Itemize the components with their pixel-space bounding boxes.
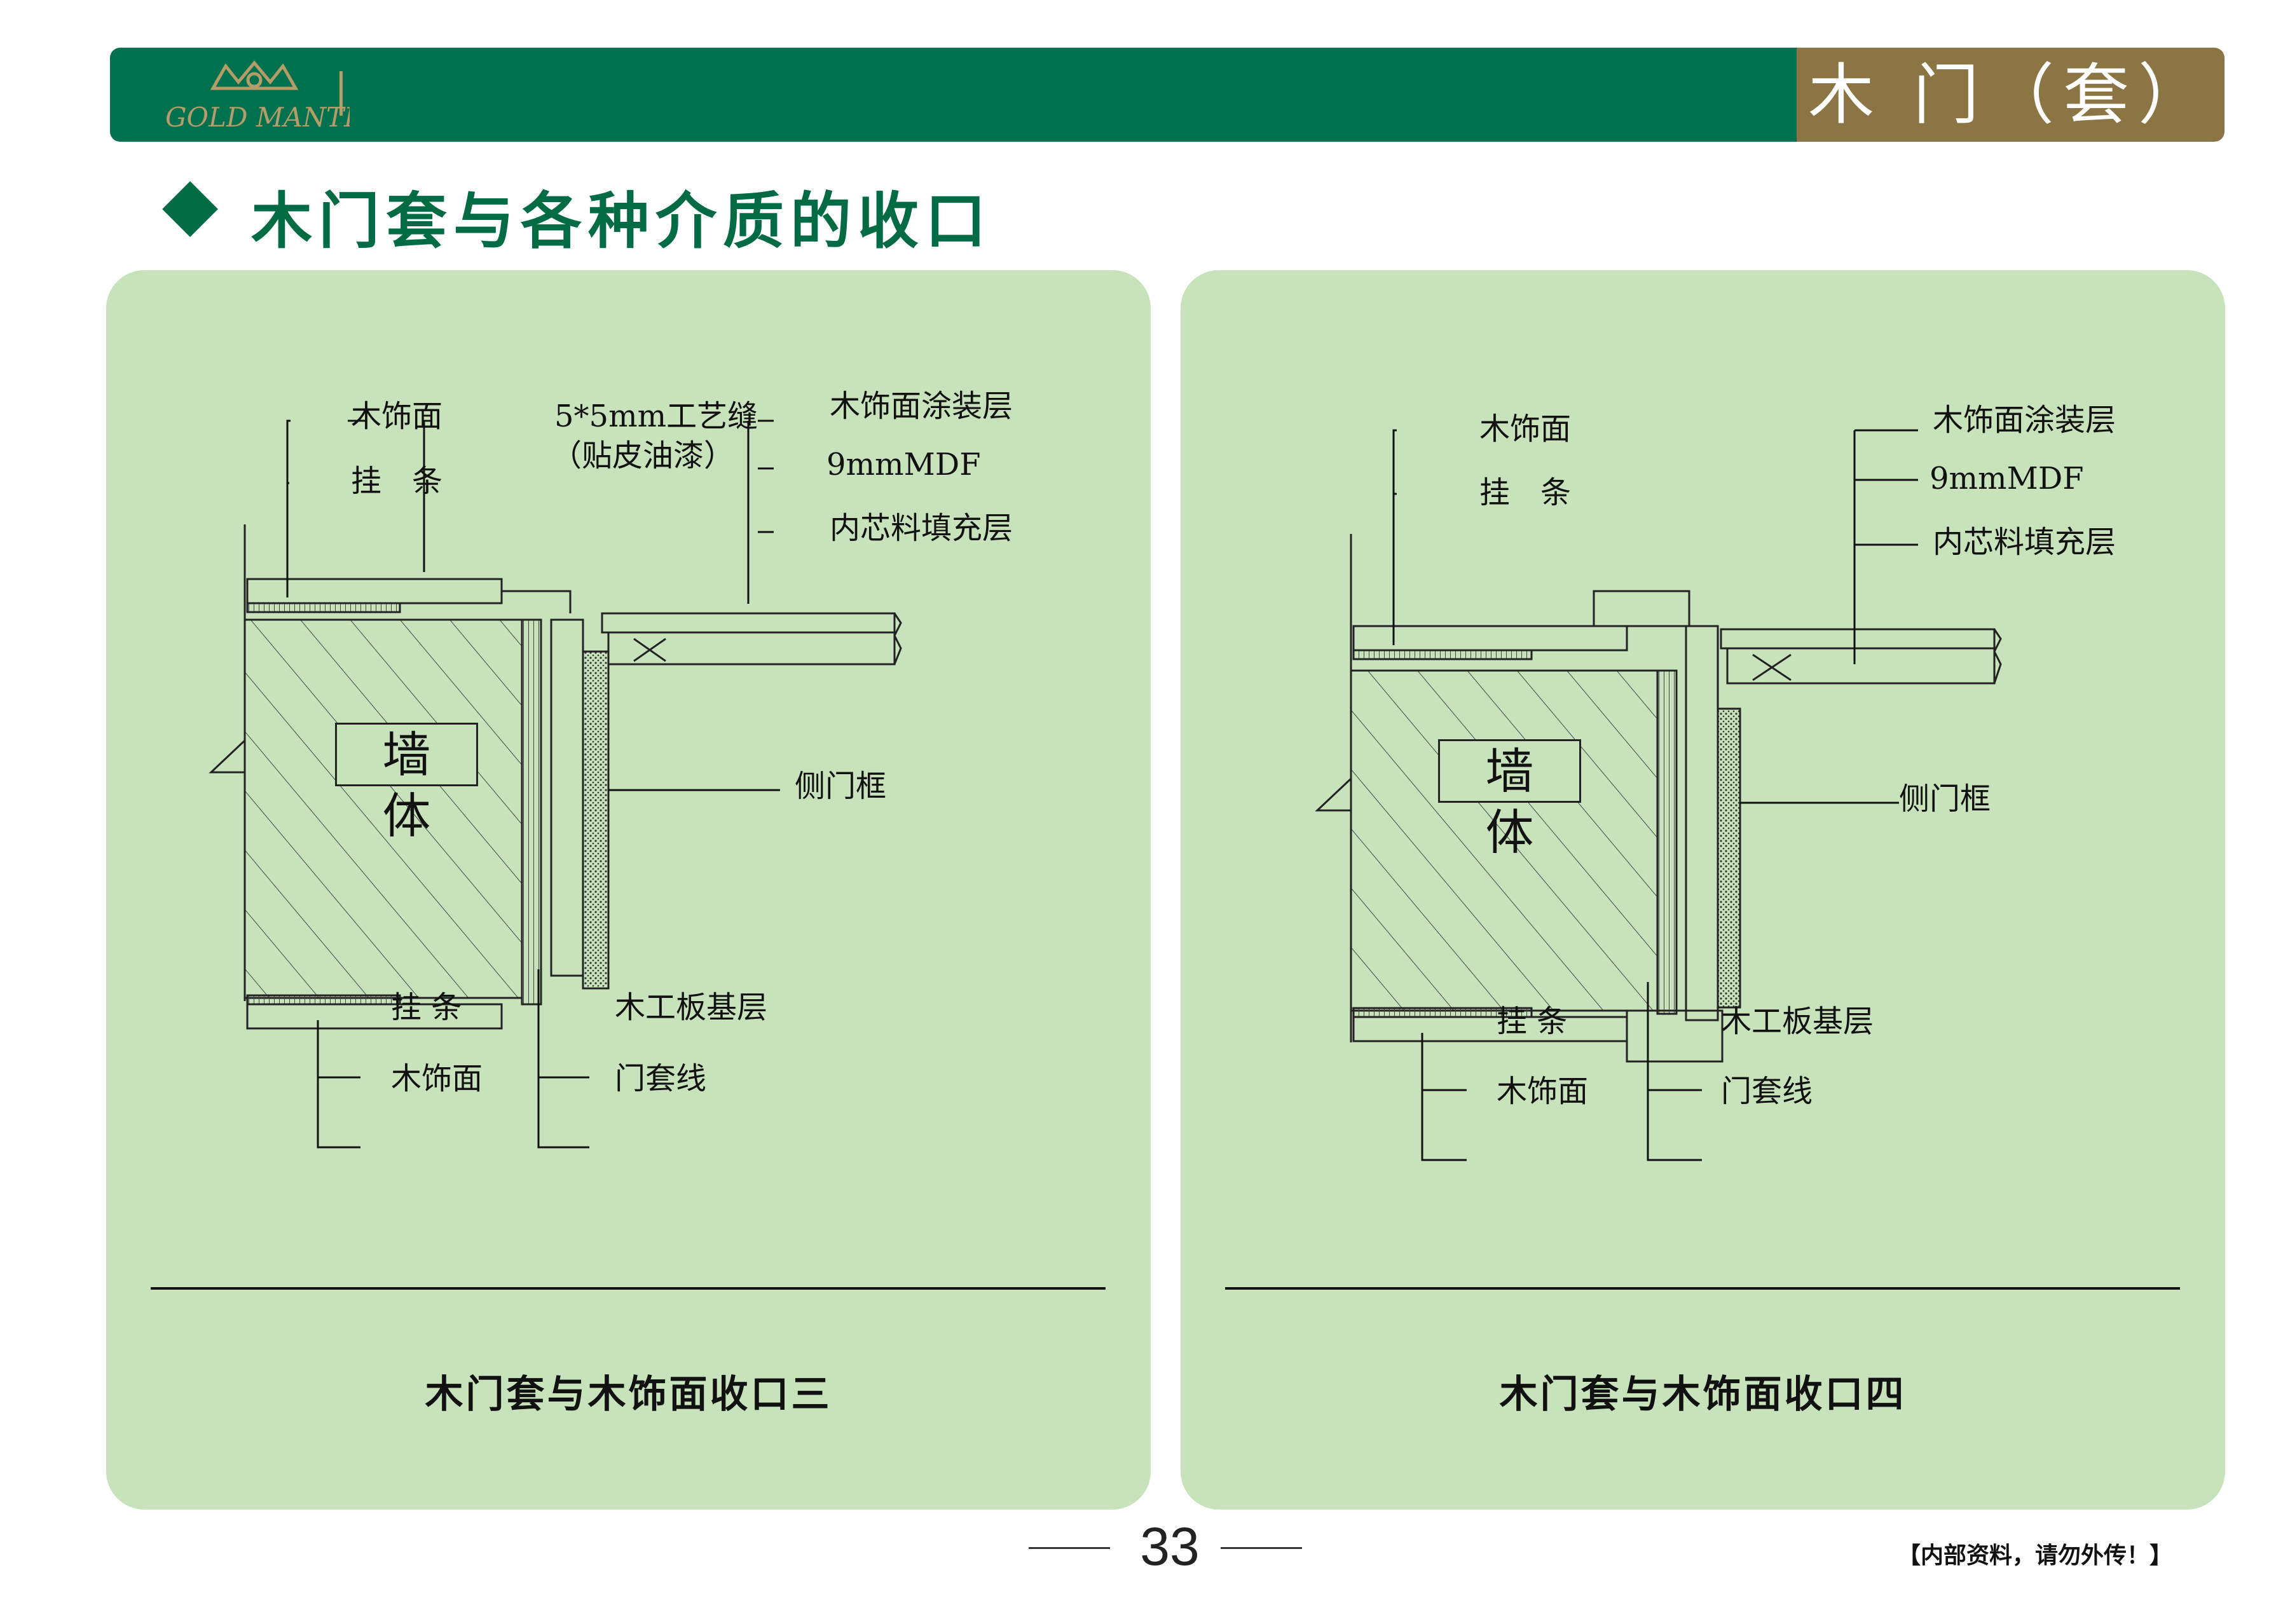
label-mdf: 9mmMDF [1930,461,2084,496]
door-casing-section-drawing-four [1315,429,2002,1161]
label-door-casing: 门套线 [1721,1074,1813,1109]
label-core-fill: 内芯料填充层 [1933,524,2116,560]
panel-caption: 木门套与木饰面收口三 [425,1372,832,1417]
label-wood-veneer-top: 木饰面 [351,399,443,434]
header-bar [110,48,1797,142]
diamond-bullet-icon [162,181,218,237]
label-groove: 5*5mm工艺缝 [554,399,758,434]
label-side-frame: 侧门框 [795,768,887,804]
logo-divider [339,71,343,116]
page-number-rule-right [1221,1547,1302,1549]
label-hanging-strip-bottom: 挂 条 [1497,1004,1568,1039]
detail-panel-four: 墙 体 木饰面 挂 条 木饰面涂装层 9mmMDF 内芯料填充层 侧门框 挂 条… [1181,270,2225,1510]
caption-divider [1225,1287,2180,1290]
label-wood-veneer-top: 木饰面 [1479,411,1572,447]
page-number-rule-left [1029,1547,1110,1549]
confidential-note: 【内部资料，请勿外传！】 [1898,1542,2173,1569]
label-door-casing: 门套线 [615,1061,707,1096]
label-wood-veneer-bottom: 木饰面 [391,1061,483,1096]
wall-label: 墙 体 [1485,743,1560,861]
page-number: 33 [1140,1517,1200,1576]
label-side-frame: 侧门框 [1899,781,1991,817]
caption-divider [151,1287,1106,1290]
section-tag: 木 门（套） [1797,48,2225,142]
wall-label-box: 墙 体 [335,723,478,844]
panel-caption: 木门套与木饰面收口四 [1499,1372,1907,1417]
detail-panel-three: 墙 体 木饰面 挂 条 5*5mm工艺缝 （贴皮油漆） 木饰面涂装层 9mmMD… [106,270,1151,1510]
label-wood-veneer-bottom: 木饰面 [1497,1074,1589,1109]
label-coating-layer: 木饰面涂装层 [830,388,1013,424]
label-hanging-strip-bottom: 挂 条 [391,990,462,1025]
label-hanging-strip-top: 挂 条 [351,463,443,499]
label-coating-layer: 木饰面涂装层 [1933,402,2116,438]
page-title: 木门套与各种介质的收口 [251,186,992,257]
label-groove-note: （贴皮油漆） [551,438,735,474]
door-casing-section-drawing-three [209,420,902,1149]
label-core-fill: 内芯料填充层 [830,510,1013,546]
wall-label-box: 墙 体 [1438,739,1581,861]
gold-mantis-logo: GOLD MANTIS [165,60,350,133]
label-mdf: 9mmMDF [826,447,981,482]
label-blockboard-base: 木工板基层 [1721,1004,1874,1039]
svg-text:GOLD MANTIS: GOLD MANTIS [165,102,350,133]
label-blockboard-base: 木工板基层 [615,990,768,1025]
wall-label: 墙 体 [382,727,456,844]
label-hanging-strip-top: 挂 条 [1479,475,1572,510]
